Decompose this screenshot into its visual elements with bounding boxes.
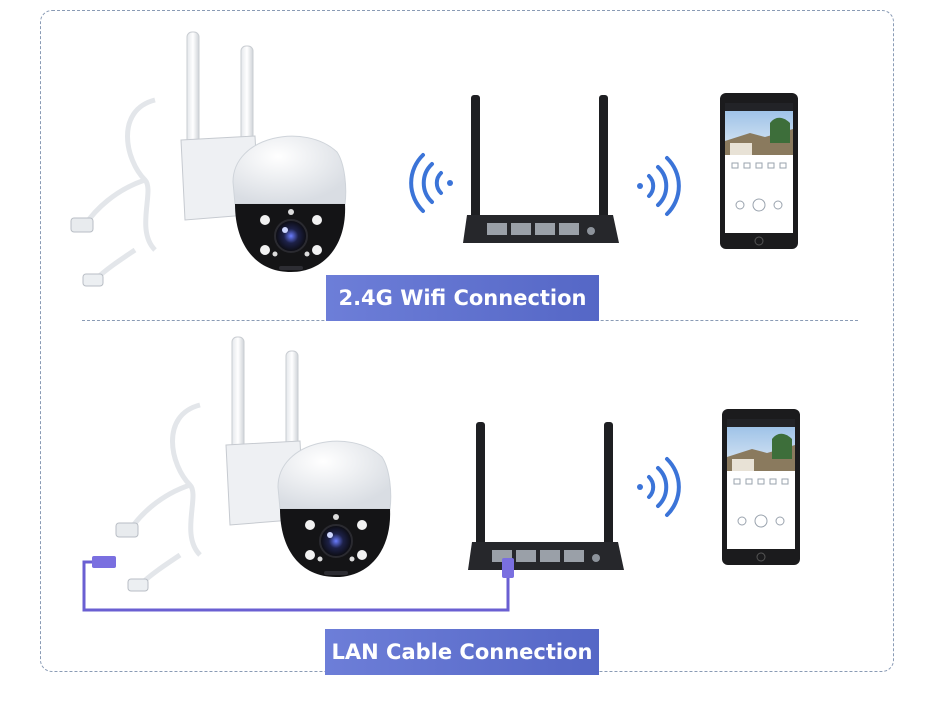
wifi-connection-label: 2.4G Wifi Connection	[326, 275, 599, 321]
wifi-signal-icon	[409, 153, 455, 213]
wifi-signal-icon	[635, 156, 681, 216]
lan-plug	[502, 558, 514, 578]
camera-icon	[71, 32, 346, 286]
wifi-signal-icon	[635, 457, 681, 517]
router-icon	[463, 95, 619, 243]
wifi-section	[71, 32, 799, 286]
lan-plug	[92, 556, 116, 568]
phone-icon	[719, 92, 799, 250]
lan-section	[82, 337, 801, 612]
phone-icon	[721, 408, 801, 566]
lan-connection-label: LAN Cable Connection	[325, 629, 599, 675]
camera-icon	[116, 337, 391, 591]
router-icon	[468, 422, 624, 570]
